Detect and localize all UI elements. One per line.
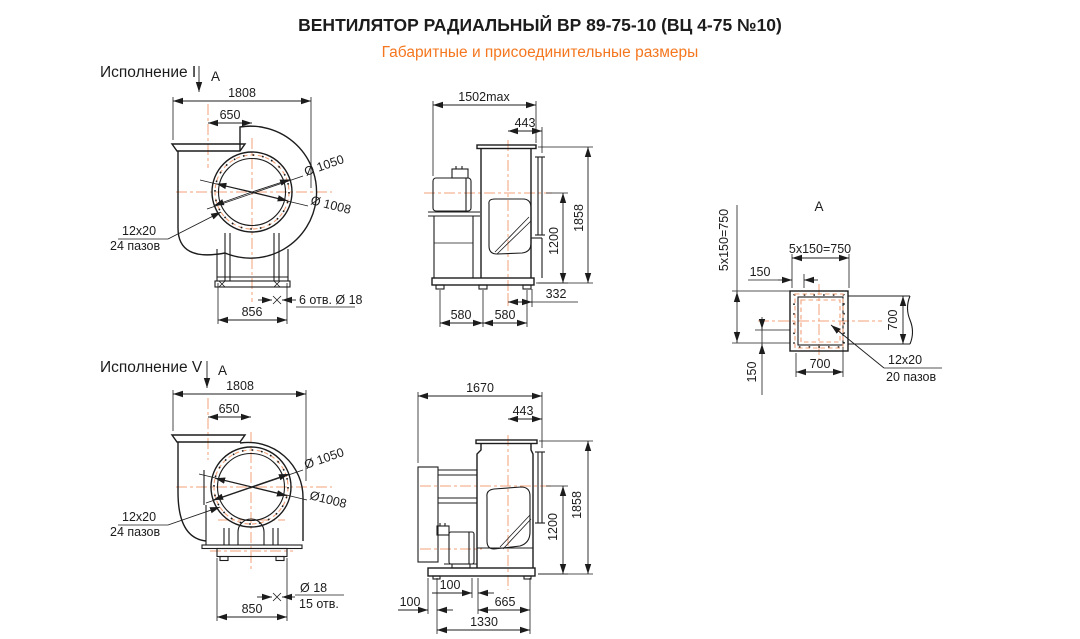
dim-exec5-front-inlet-diameter: Ø 1050 xyxy=(302,445,345,472)
dim-exec5-side-offset-2: 100 xyxy=(400,595,421,609)
dim-exec5-side-foot-length: 665 xyxy=(495,595,516,609)
dim-exec1-front-total-width: 1808 xyxy=(228,86,256,100)
callout-exec5-slot-count: 24 пазов xyxy=(110,525,160,539)
dim-exec5-side-base-length: 1330 xyxy=(470,615,498,629)
exec1-view-letter: А xyxy=(211,69,220,84)
view-a-flange: А 5х150=750 150 5х150=750 xyxy=(717,199,942,395)
view-a-letter: А xyxy=(814,199,823,214)
page-title: ВЕНТИЛЯТОР РАДИАЛЬНЫЙ ВР 89-75-10 (ВЦ 4-… xyxy=(298,14,782,35)
dim-exec5-front-total-width: 1808 xyxy=(226,379,254,393)
exec1-front-view: 1808 650 856 Ø 1050 Ø 1008 12х20 24 пазо… xyxy=(110,86,363,324)
dim-exec1-front-inlet-diameter: Ø 1050 xyxy=(302,152,345,179)
exec5-side-view: 1670 443 1200 1858 100 100 665 1330 xyxy=(398,381,593,634)
exec1-side-view: 1502max 443 1200 1858 332 580 580 xyxy=(424,90,593,327)
callout-exec1-base-holes: 6 отв. Ø 18 xyxy=(299,293,363,307)
dim-exec1-front-bolt-circle-diameter: Ø 1008 xyxy=(309,193,352,217)
dim-exec1-side-outlet-offset: 443 xyxy=(515,116,536,130)
exec5-section-label: Исполнение V А xyxy=(100,359,227,388)
page-subtitle: Габаритные и присоединительные размеры xyxy=(382,44,699,61)
dim-viewa-offset-left: 150 xyxy=(745,362,759,383)
dim-exec5-side-axis-height: 1200 xyxy=(546,513,560,541)
callout-viewa-slot-size: 12х20 xyxy=(888,353,922,367)
dim-exec1-side-foot-span-2: 580 xyxy=(495,308,516,322)
callout-viewa-slot-count: 20 пазов xyxy=(886,370,936,384)
dim-exec1-front-outlet-offset: 650 xyxy=(220,108,241,122)
dim-exec5-front-outlet-offset: 650 xyxy=(219,402,240,416)
callout-exec5-slot-size: 12х20 xyxy=(122,510,156,524)
callout-exec1-slot-count: 24 пазов xyxy=(110,239,160,253)
exec5-view-letter: А xyxy=(218,363,227,378)
dim-exec5-front-base-width: 850 xyxy=(242,602,263,616)
exec1-label: Исполнение I xyxy=(100,64,196,81)
dim-viewa-inner-width: 700 xyxy=(810,357,831,371)
dim-viewa-pitch-top: 5х150=750 xyxy=(789,242,851,256)
dim-exec1-front-base-width: 856 xyxy=(242,305,263,319)
dim-exec5-side-total-length: 1670 xyxy=(466,381,494,395)
dim-exec1-side-foot-span-1: 580 xyxy=(451,308,472,322)
dim-exec1-side-total-height: 1858 xyxy=(572,204,586,232)
callout-exec5-holes-diameter: Ø 18 xyxy=(300,581,327,595)
bolt-slots-pattern xyxy=(793,294,845,348)
exec5-label: Исполнение V xyxy=(100,359,203,376)
dim-exec5-side-offset-1: 100 xyxy=(440,578,461,592)
dim-exec1-side-axis-height: 1200 xyxy=(547,227,561,255)
exec1-section-label: Исполнение I А xyxy=(100,64,220,92)
dim-viewa-inner-height: 700 xyxy=(886,310,900,331)
callout-exec5-holes-count: 15 отв. xyxy=(299,597,339,611)
dim-exec1-side-foot-offset: 332 xyxy=(546,287,567,301)
dim-exec5-side-outlet-offset: 443 xyxy=(513,404,534,418)
dim-exec5-front-bolt-circle-diameter: Ø1008 xyxy=(308,488,348,511)
exec5-front-view: 1808 650 850 Ø 1050 Ø1008 12х20 24 пазов… xyxy=(110,379,348,621)
dim-exec1-side-total-length: 1502max xyxy=(458,90,510,104)
dim-viewa-pitch-left: 5х150=750 xyxy=(717,209,731,271)
break-line xyxy=(906,295,914,345)
dim-exec5-side-total-height: 1858 xyxy=(570,491,584,519)
callout-exec1-slot-size: 12х20 xyxy=(122,224,156,238)
dim-viewa-offset-top: 150 xyxy=(750,265,771,279)
